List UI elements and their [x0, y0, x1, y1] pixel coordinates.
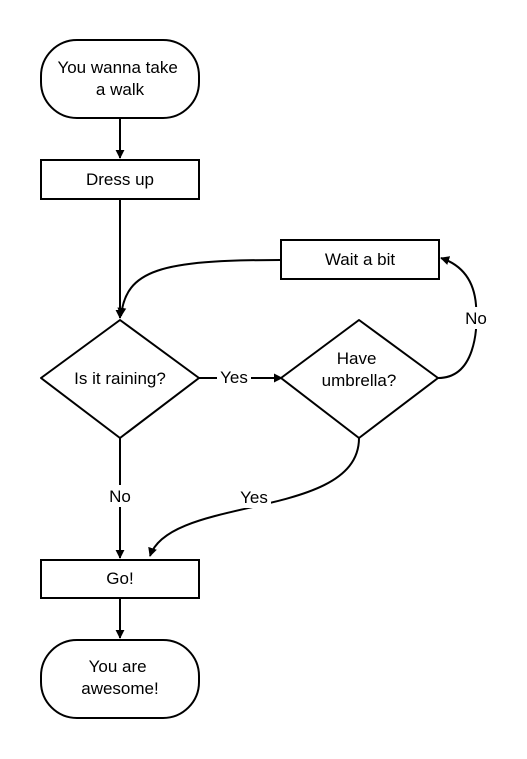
edge-label-umbrella-yes: Yes	[237, 486, 271, 508]
wait-a-bit-node: Wait a bit	[280, 239, 440, 280]
svg-text:No: No	[465, 309, 487, 328]
svg-text:Yes: Yes	[240, 488, 268, 507]
edge-label-umbrella-no: No	[462, 307, 490, 329]
svg-text:Yes: Yes	[220, 368, 248, 387]
is-it-raining-decision: Is it raining?	[40, 319, 200, 439]
svg-text:You are awesome!: You are awesome!	[81, 657, 158, 698]
svg-text:No: No	[109, 487, 131, 506]
svg-text:Wait a bit: Wait a bit	[325, 250, 396, 269]
have-umbrella-decision: Have umbrella?	[280, 319, 439, 439]
edge-wait-to-raining	[117, 259, 281, 317]
end-node: You are awesome!	[40, 639, 200, 719]
edge-label-raining-no: No	[106, 485, 134, 507]
svg-text:You wanna take a walk: You wanna take a walk	[57, 58, 182, 99]
svg-text:Dress up: Dress up	[86, 170, 154, 189]
svg-text:Have umbrella?: Have umbrella?	[322, 349, 397, 390]
svg-text:Go!: Go!	[106, 569, 133, 588]
dress-up-node: Dress up	[40, 159, 200, 200]
edge-umbrella-no	[437, 256, 478, 379]
start-node: You wanna take a walk	[40, 39, 200, 119]
go-node: Go!	[40, 559, 200, 599]
edge-label-raining-yes: Yes	[217, 366, 251, 388]
svg-text:Is it raining?: Is it raining?	[74, 369, 166, 388]
